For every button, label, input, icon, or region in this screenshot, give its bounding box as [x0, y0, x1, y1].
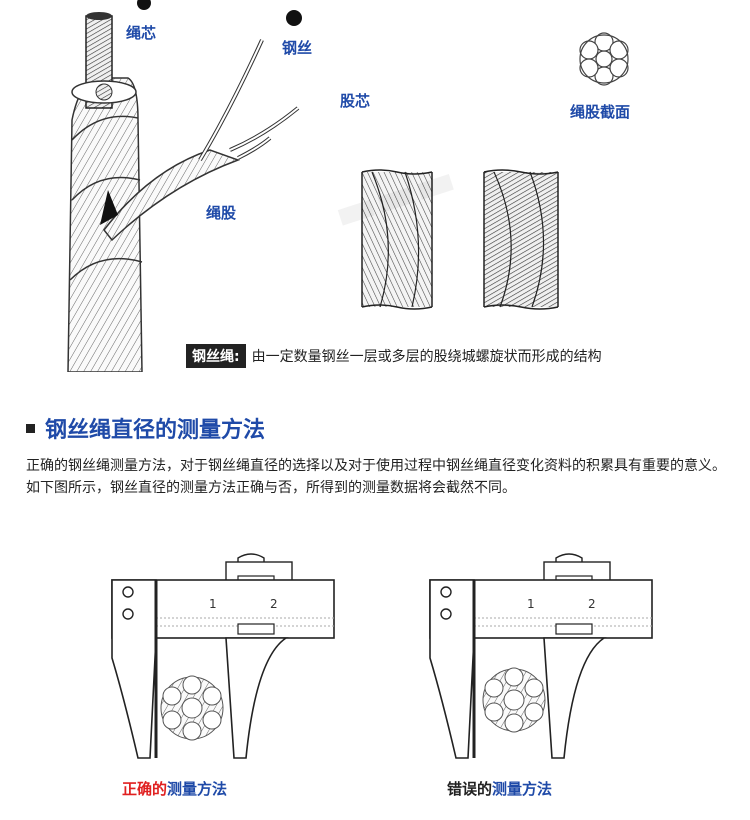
strand-cross-section-diagram	[579, 32, 629, 86]
bullet-square-icon	[26, 423, 35, 433]
strand-segment-left	[361, 169, 433, 310]
rope-cross-section	[160, 675, 224, 741]
caliper-diagram-correct: 1 2	[111, 553, 335, 759]
label-strand-section: 绳股截面	[570, 103, 631, 121]
label-rope-core: 绳芯	[126, 24, 157, 42]
section-title: 钢丝绳直径的测量方法	[45, 417, 266, 443]
scale-tick-1: 1	[209, 597, 217, 611]
rope-body	[67, 12, 300, 372]
caption-correct-prefix: 正确的	[122, 780, 168, 798]
caption-wrong: 错误的测量方法	[447, 778, 552, 799]
scale-tick-2: 2	[588, 597, 596, 611]
marker-dot	[137, 0, 151, 10]
definition-term: 钢丝绳:	[186, 344, 246, 368]
scale-tick-2: 2	[270, 597, 278, 611]
label-strand: 绳股	[206, 204, 237, 222]
label-steel-wire: 钢丝	[282, 39, 313, 57]
caliper-diagram-wrong: 1 2	[429, 553, 653, 759]
scale-tick-1: 1	[527, 597, 535, 611]
definition-line: 钢丝绳: 由一定数量钢丝一层或多层的股绕城螺旋状而形成的结构	[186, 344, 602, 368]
strand-segment-right	[483, 169, 559, 310]
wire-rope-illustration: ▬▬▬	[67, 0, 629, 372]
caption-correct-suffix: 测量方法	[167, 780, 228, 798]
caption-wrong-suffix: 测量方法	[492, 780, 553, 798]
section-heading: 钢丝绳直径的测量方法	[26, 412, 265, 444]
caption-wrong-prefix: 错误的	[447, 780, 493, 798]
rope-cross-section	[482, 667, 546, 733]
marker-dot	[286, 10, 302, 26]
section-paragraph: 正确的钢丝绳测量方法，对于钢丝绳直径的选择以及对于使用过程中钢丝绳直径变化资料的…	[26, 458, 726, 496]
caption-correct: 正确的测量方法	[122, 778, 227, 799]
definition-text: 由一定数量钢丝一层或多层的股绕城螺旋状而形成的结构	[251, 349, 602, 365]
label-strand-core: 股芯	[340, 92, 371, 110]
